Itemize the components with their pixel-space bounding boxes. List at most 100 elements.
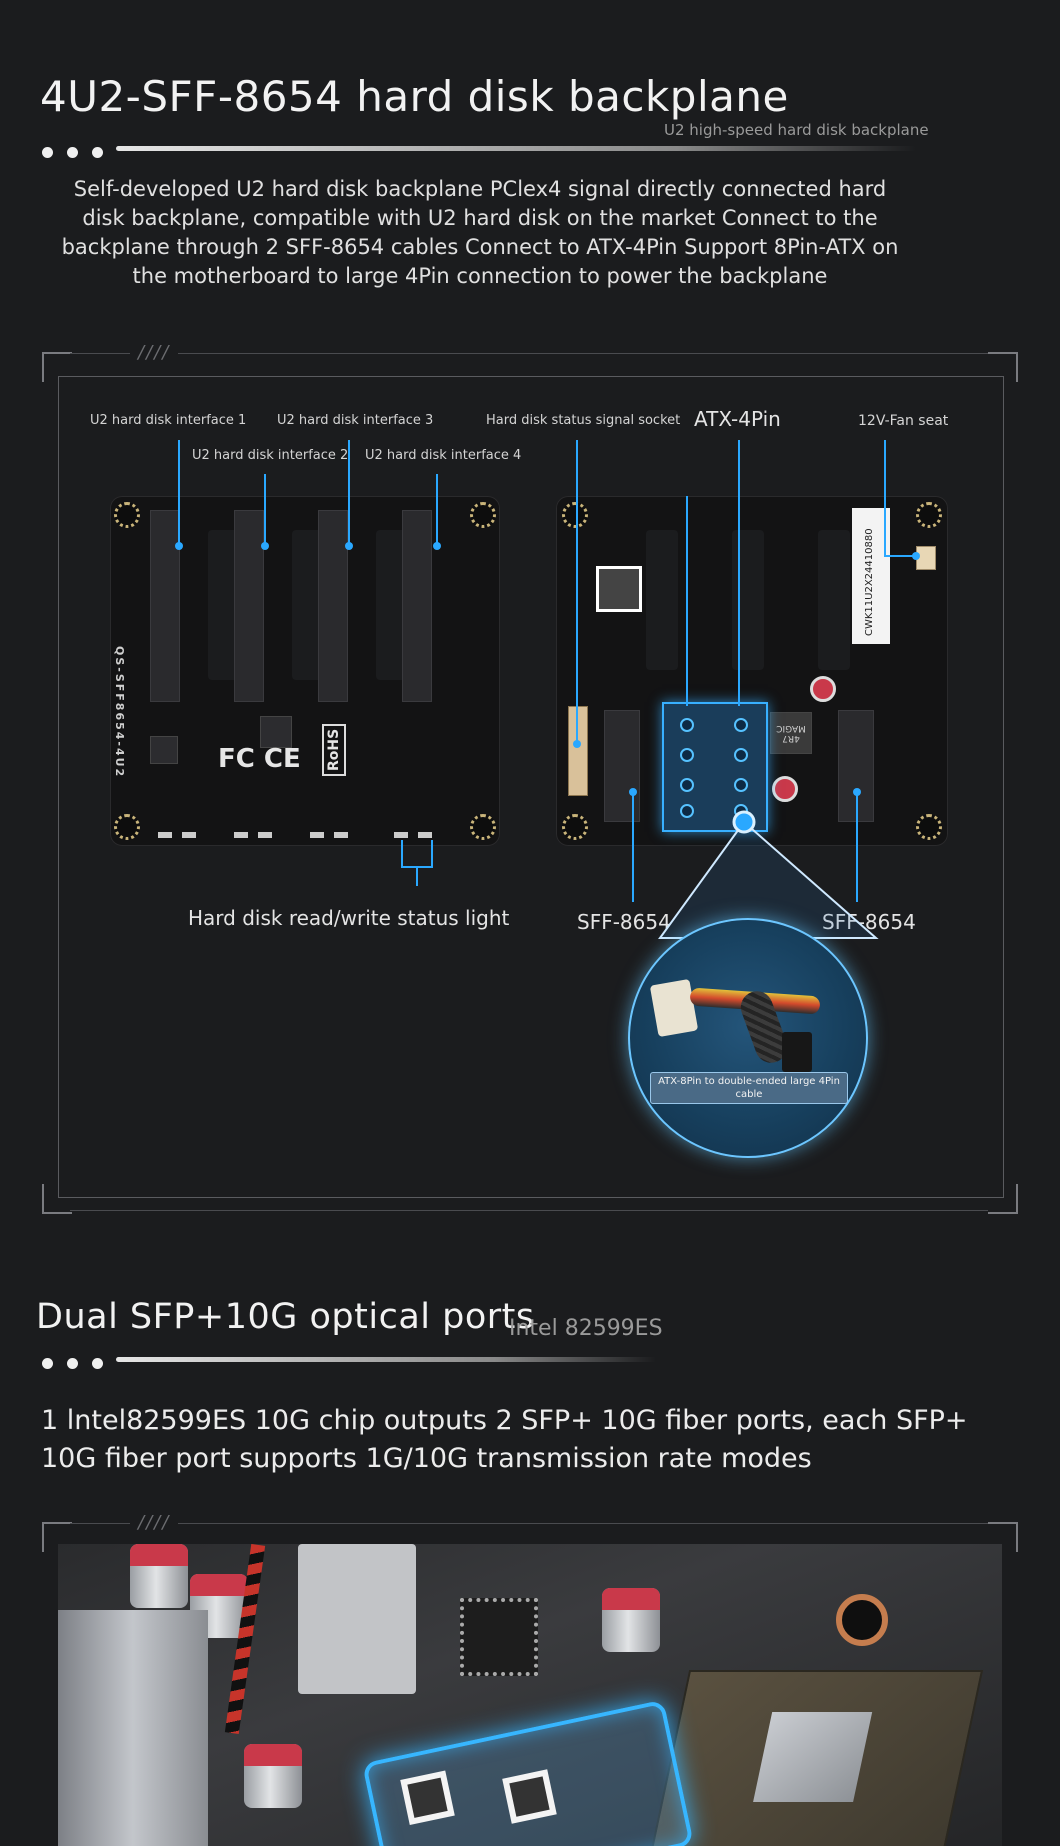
status-led	[394, 832, 408, 838]
mount-hole	[470, 814, 496, 840]
callout-line-iface1	[178, 440, 180, 546]
label-fan-seat: 12V-Fan seat	[858, 413, 949, 429]
atx-pin	[680, 718, 694, 732]
frame-corner-br	[988, 1184, 1018, 1214]
sff-8654-port-left	[604, 710, 640, 822]
callout-dot	[573, 740, 581, 748]
atx-4pin-connector	[662, 702, 768, 832]
backplane-frame-inner	[58, 376, 1004, 1198]
status-led	[310, 832, 324, 838]
red-black-wire	[224, 1544, 266, 1735]
frame-tag: ////	[130, 342, 179, 363]
mount-hole	[562, 814, 588, 840]
label-iface2: U2 hard disk interface 2	[192, 448, 349, 463]
intel-82599es-chip	[650, 1670, 984, 1846]
mount-hole	[470, 502, 496, 528]
board-chip	[260, 716, 292, 748]
callout-line-led-b	[431, 840, 433, 866]
section2-subtitle: Intel 82599ES	[509, 1316, 663, 1341]
atx-pin	[680, 778, 694, 792]
atx-pin	[734, 778, 748, 792]
photo-frame-top-line	[70, 1523, 988, 1524]
u2-slot-1	[150, 510, 180, 702]
frame-corner-bl	[42, 1184, 72, 1214]
callout-line-iface3	[348, 440, 350, 546]
fc-ce-mark: FC CE	[218, 744, 301, 774]
section1-dots	[42, 143, 117, 162]
rohs-mark: RoHS	[322, 723, 346, 776]
frame-top-line	[70, 353, 988, 354]
u2-slot-3	[318, 510, 348, 702]
atx-pin	[680, 748, 694, 762]
label-status-socket: Hard disk status signal socket	[486, 413, 681, 428]
callout-line-atx-b	[738, 440, 740, 706]
board-cutout	[732, 530, 764, 670]
u2-slot-4	[402, 510, 432, 702]
molex-connector	[649, 978, 699, 1038]
sfp-qr-sticker	[502, 1769, 557, 1824]
callout-line-sff-right	[856, 790, 858, 902]
copper-ring	[836, 1594, 888, 1646]
mount-hole	[562, 502, 588, 528]
callout-line-sff-left	[632, 790, 634, 902]
callout-line-fan	[884, 440, 886, 556]
callout-dot	[912, 552, 920, 560]
section1-rule	[116, 146, 916, 151]
status-led	[182, 832, 196, 838]
atx-pin	[734, 748, 748, 762]
section1-subtitle: U2 high-speed hard disk backplane	[664, 121, 929, 139]
sfp-board-photo	[58, 1544, 1002, 1846]
label-iface4: U2 hard disk interface 4	[365, 448, 522, 463]
section1-description: Self-developed U2 hard disk backplane PC…	[61, 177, 899, 288]
board-cutout	[646, 530, 678, 670]
inductor-text: 4R7 MAGIC	[776, 723, 806, 743]
atx-pin	[680, 804, 694, 818]
label-sff-right: SFF-8654	[822, 910, 916, 934]
sfp-port-highlight	[361, 1699, 695, 1846]
frame-corner-tl	[42, 352, 72, 382]
label-sff-left: SFF-8654	[577, 910, 671, 934]
board-model-text: QS-SFF8654-4U2	[113, 646, 126, 779]
callout-line-led-a	[401, 840, 403, 866]
sfp-qr-sticker	[400, 1770, 455, 1826]
atx-8pin-plug	[782, 1032, 812, 1072]
photo-frame-corner-tr	[988, 1522, 1018, 1552]
capacitor	[602, 1588, 660, 1652]
status-led	[258, 832, 272, 838]
capacitor	[772, 776, 798, 802]
atx-pin	[734, 718, 748, 732]
chip-die	[753, 1712, 873, 1802]
serial-label: CWK11U2X24410880	[852, 508, 890, 644]
photo-frame-corner-tl	[42, 1522, 72, 1552]
section2-rule	[116, 1357, 656, 1362]
u2-slot-2	[234, 510, 264, 702]
callout-dot	[261, 542, 269, 550]
qr-sticker	[596, 566, 642, 612]
status-socket	[568, 706, 588, 796]
label-rw-light: Hard disk read/write status light	[188, 906, 510, 930]
ethernet-port	[58, 1610, 208, 1846]
section1-title: 4U2-SFF-8654 hard disk backplane	[40, 72, 789, 121]
serial-text: CWK11U2X24410880	[864, 528, 875, 636]
right-board: CWK11U2X24410880 4R7 MAGIC	[556, 496, 948, 846]
capacitor	[130, 1544, 188, 1608]
mount-hole	[114, 814, 140, 840]
atx-pin	[734, 804, 748, 818]
status-led	[334, 832, 348, 838]
callout-line-status-socket	[576, 440, 578, 742]
header-connector	[298, 1544, 416, 1694]
status-led	[158, 832, 172, 838]
callout-line-led-c	[416, 866, 418, 886]
callout-line-iface2	[264, 474, 266, 546]
label-iface1: U2 hard disk interface 1	[90, 413, 247, 428]
status-led	[234, 832, 248, 838]
status-led	[418, 832, 432, 838]
left-board: QS-SFF8654-4U2 FC CE RoHS	[110, 496, 500, 846]
board-cutout	[818, 530, 850, 670]
callout-dot	[629, 788, 637, 796]
capacitor	[244, 1744, 302, 1808]
section2-title: Dual SFP+10G optical ports	[36, 1297, 535, 1337]
mount-hole	[916, 502, 942, 528]
section2-dots	[42, 1354, 117, 1373]
callout-line-fan-h	[884, 555, 916, 557]
